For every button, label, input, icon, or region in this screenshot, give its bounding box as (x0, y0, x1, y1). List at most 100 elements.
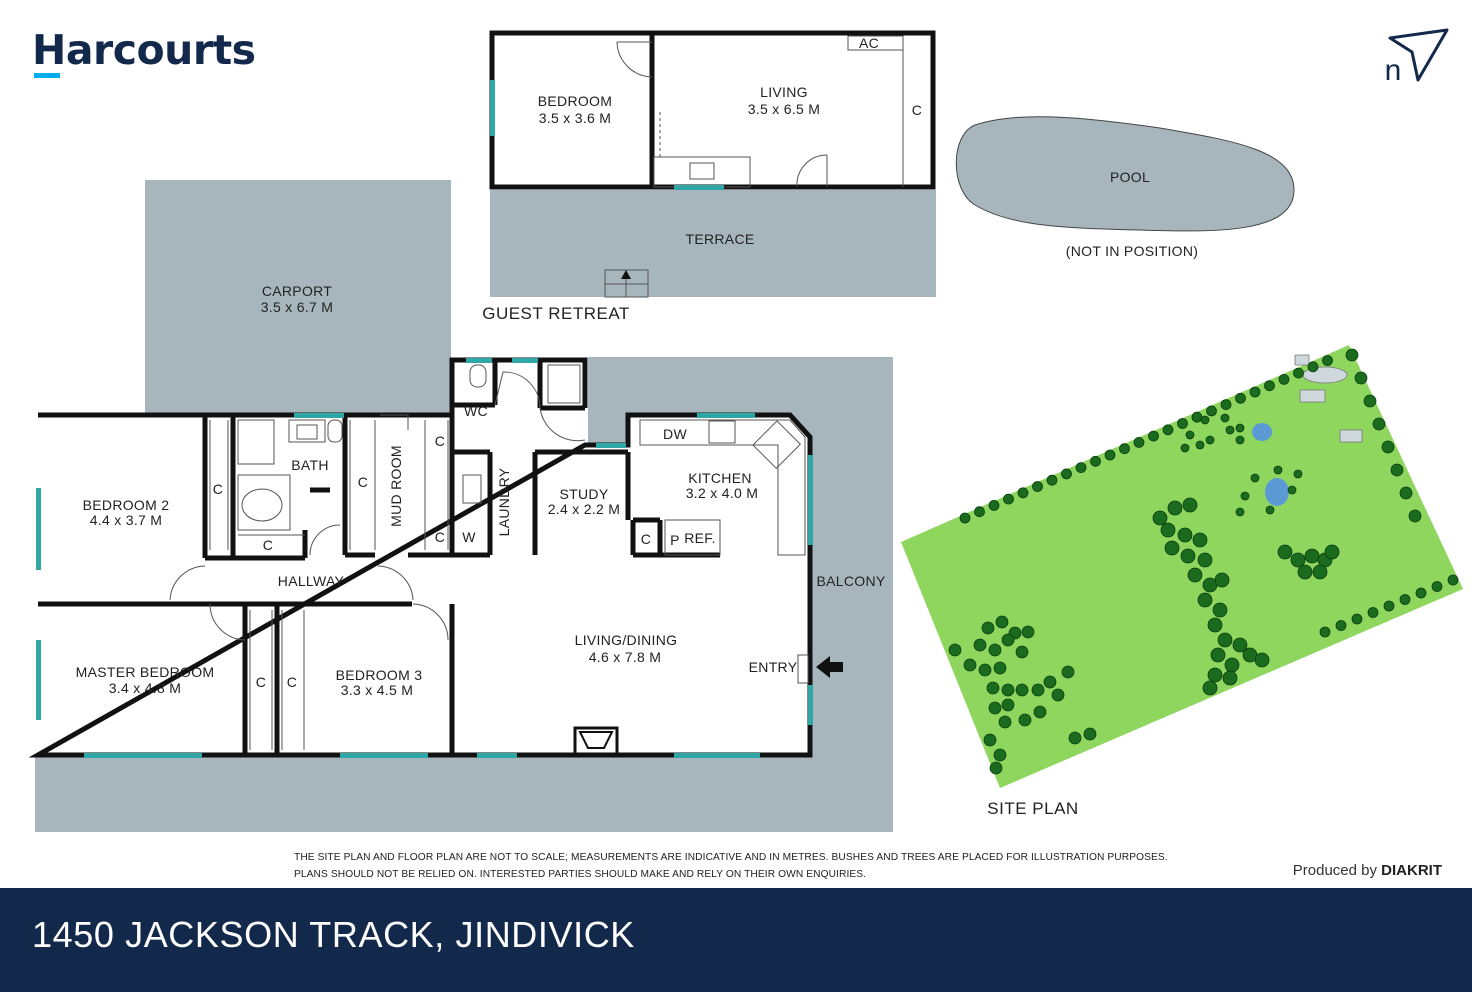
tree-icon (1206, 405, 1217, 417)
tree-icon (1278, 373, 1290, 385)
tree-icon (1200, 415, 1210, 425)
tree-icon (1133, 436, 1145, 448)
tree-icon (1408, 509, 1422, 523)
disclaimer: THE SITE PLAN AND FLOOR PLAN ARE NOT TO … (294, 849, 1214, 883)
tree-icon (1220, 413, 1230, 423)
tree-icon (1307, 361, 1319, 373)
tree-icon (1447, 574, 1459, 586)
tree-icon (1277, 544, 1293, 560)
tree-icon (1015, 683, 1029, 697)
tree-icon (988, 701, 1002, 715)
tree-icon (1164, 540, 1180, 556)
windows (36, 358, 813, 758)
tree-icon (1293, 469, 1303, 479)
tree-icon (1232, 637, 1248, 653)
tree-icon (1264, 380, 1275, 392)
tree-icon (1191, 411, 1203, 423)
bedroom2-size: 4.4 x 3.7 M (90, 512, 163, 528)
mud-room-label: MUD ROOM (388, 445, 404, 527)
pool-note: (NOT IN POSITION) (1066, 243, 1198, 259)
entry-label: ENTRY (749, 659, 798, 675)
tree-icon (1381, 440, 1395, 454)
tree-icon (1152, 510, 1168, 526)
tree-icon (1210, 647, 1226, 663)
ac-label: AC (859, 35, 879, 51)
tree-icon (1235, 423, 1245, 433)
guest-cupboard-label: C (912, 102, 922, 118)
tree-icon (988, 643, 1002, 657)
tree-icon (1167, 500, 1183, 516)
pool-label: POOL (1110, 169, 1150, 185)
tree-icon (959, 512, 971, 524)
tree-icon (1160, 522, 1176, 538)
tree-icon (1197, 592, 1213, 608)
tree-icon (1367, 607, 1379, 618)
tree-icon (1322, 355, 1333, 366)
tree-icon (1250, 473, 1260, 483)
tree-icon (1212, 602, 1228, 618)
tree-icon (1415, 587, 1427, 599)
tree-icon (1287, 485, 1297, 495)
mud-room-cupboard-2: C (435, 433, 445, 449)
wc-label: WC (464, 403, 488, 419)
tree-icon (1273, 465, 1283, 475)
master-cupboard: C (256, 674, 266, 690)
footer-bar (0, 888, 1472, 992)
tree-icon (1205, 435, 1215, 445)
guest-living-label: LIVING (760, 84, 808, 100)
tree-icon (1220, 399, 1232, 411)
tree-icon (1162, 424, 1174, 436)
study-label: STUDY (560, 486, 609, 502)
tree-icon (1061, 468, 1072, 480)
tree-icon (1033, 705, 1047, 719)
kitchen-size: 3.2 x 4.0 M (686, 485, 759, 501)
tree-icon (1390, 463, 1404, 477)
tree-icon (1180, 443, 1190, 453)
tree-icon (1182, 497, 1198, 513)
tree-icon (1185, 430, 1195, 440)
mud-room-cupboard-3: C (435, 529, 445, 545)
logo-accent-bar (34, 73, 60, 78)
tree-icon (1051, 688, 1065, 702)
produced-by-prefix: Produced by (1292, 862, 1377, 879)
tree-icon (1354, 371, 1368, 385)
tree-icon (1345, 348, 1359, 362)
terrace-steps (604, 269, 649, 298)
tree-icon (1192, 532, 1208, 548)
carport-label: CARPORT (262, 283, 332, 299)
guest-retreat-title: GUEST RETREAT (482, 304, 630, 323)
tree-icon (1240, 491, 1250, 501)
dw-label: DW (663, 426, 687, 442)
tree-icon (963, 658, 977, 672)
floor-plan-diagram: n (28, 28, 1463, 832)
produced-by-brand: DIAKRIT (1381, 862, 1442, 879)
terrace-label: TERRACE (686, 231, 755, 247)
ref-label: REF. (684, 530, 716, 546)
tree-icon (974, 506, 985, 518)
carport-area (145, 180, 451, 414)
tree-icon (1032, 481, 1043, 492)
harcourts-logo: Harcourts (32, 26, 256, 74)
tree-icon (1119, 443, 1130, 455)
tree-icon (1319, 626, 1331, 638)
master-bedroom-label: MASTER BEDROOM (76, 664, 215, 680)
tree-icon (986, 681, 1000, 695)
tree-icon (1148, 430, 1159, 442)
kitchen-label: KITCHEN (688, 470, 752, 486)
tree-icon (1187, 567, 1203, 583)
tree-icon (1290, 552, 1306, 568)
bedroom3-label: BEDROOM 3 (336, 667, 423, 683)
site-plan-title: SITE PLAN (987, 799, 1078, 818)
pool-shape (955, 116, 1295, 232)
guest-bedroom-label: BEDROOM (538, 93, 612, 109)
tree-icon (1180, 548, 1196, 564)
tree-icon (995, 615, 1009, 629)
compass-letter: n (1385, 54, 1402, 87)
tree-icon (989, 761, 1003, 775)
kitchen-cupboard: C (641, 531, 651, 547)
tree-icon (1254, 652, 1270, 668)
tree-icon (1265, 505, 1275, 515)
tree-icon (1383, 600, 1395, 612)
tree-icon (1195, 440, 1205, 450)
tree-icon (1431, 581, 1443, 592)
